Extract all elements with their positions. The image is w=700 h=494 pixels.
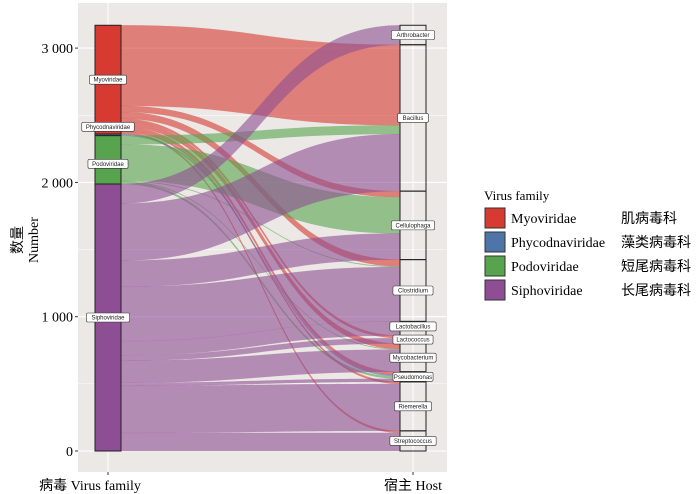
legend-label-zh: 长尾病毒科 [621,283,691,299]
label-myoviridae-box [89,74,127,85]
flow-siphoviridae-streptococcus [120,432,401,452]
legend-title: Virus family [484,188,550,203]
legend-label-zh: 肌病毒科 [621,211,677,227]
label-phycodnaviridae: Phycodnaviridae [86,125,131,131]
label-lactococcus-box [392,334,434,345]
label-siphoviridae: Siphoviridae [91,316,125,322]
flows [120,25,401,452]
y-tick-label: 3 000 [42,42,74,57]
legend: Myoviridae 肌病毒科 Phycodnaviridae 藻类病毒科 Podovi… [484,207,691,301]
label-siphoviridae-box [86,312,130,323]
label-arthrobacter: Arthrobacter [396,33,429,39]
label-riemerella: Riemerella [399,404,428,410]
y-axis: 0 1 000 2 000 3 000 [42,42,78,460]
label-arthrobacter-box [391,30,435,40]
label-podoviridae: Podoviridae [92,162,124,168]
label-podoviridae-box [87,159,129,169]
label-clostridium-box [392,285,434,296]
legend-swatch-siphoviridae [484,279,506,301]
label-cellulophaga-box [391,220,435,231]
legend-swatch-myoviridae [484,207,506,229]
legend-label: Myoviridae [511,212,576,227]
y-tick-label: 1 000 [42,311,74,326]
label-streptococcus-box [389,436,437,446]
strata: MyoviridaePhycodnaviridaePodoviridaeSiph… [81,24,437,452]
label-mycobacterium-box [389,352,437,363]
label-mycobacterium: Mycobacterium [393,356,434,362]
label-pseudomonas: Pseudomonas [394,375,432,381]
label-clostridium: Clostridium [398,289,428,295]
x-label-virus: 病毒 Virus family [39,478,141,494]
x-label-host: 宿主 Host [384,477,442,494]
y-axis-title-en: Number [27,217,42,263]
y-tick-label: 2 000 [42,176,74,191]
label-bacillus-box [397,113,429,123]
label-lactobacillus-box [389,321,437,332]
label-streptococcus: Streptococcus [394,439,432,445]
label-bacillus: Bacillus [403,116,424,122]
legend-swatch-podoviridae [484,255,506,277]
legend-label-zh: 短尾病毒科 [621,259,691,275]
legend-swatch-phycodnaviridae [484,231,506,253]
label-pseudomonas-box [392,371,434,382]
label-myoviridae: Myoviridae [93,78,123,84]
label-lactococcus: Lactococcus [396,338,429,344]
y-tick-label: 0 [66,445,73,460]
label-phycodnaviridae-box [81,122,135,132]
flow-siphoviridae-riemerella [120,383,401,434]
legend-label: Phycodnaviridae [511,236,605,251]
label-lactobacillus: Lactobacillus [396,324,431,330]
y-axis-title-zh: 数量 [10,226,26,254]
label-cellulophaga: Cellulophaga [395,223,431,229]
legend-label-zh: 藻类病毒科 [621,235,691,251]
label-riemerella-box [394,401,432,412]
legend-label: Siphoviridae [511,284,583,299]
legend-label: Podoviridae [511,260,579,275]
